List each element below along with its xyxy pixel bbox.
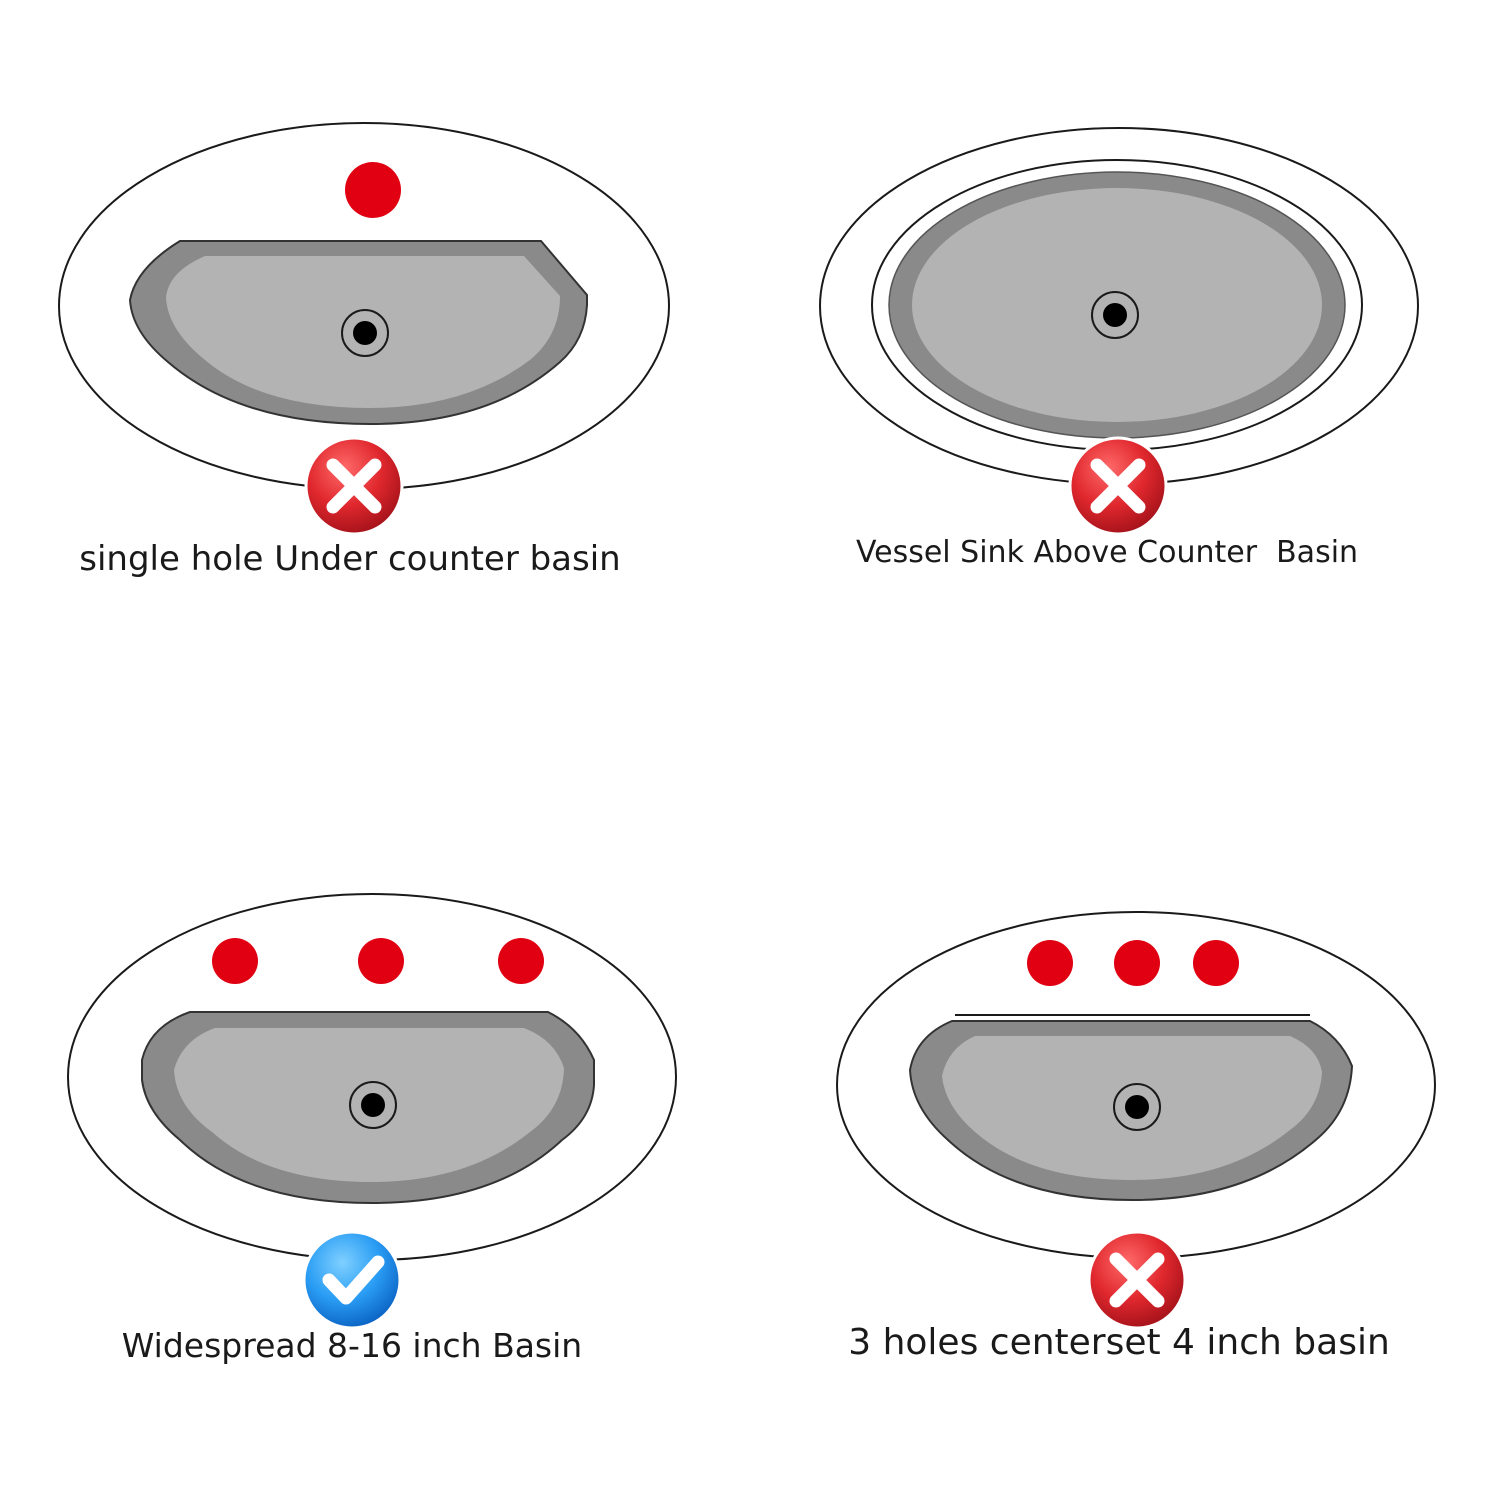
status-badge-panel-2 [1068,436,1168,536]
panel-centerset-basin [836,911,1436,1259]
drain-ring [1091,291,1139,339]
faucet-hole-left [1027,940,1073,986]
drain-ring [341,309,389,357]
cross-icon [1109,1252,1165,1308]
faucet-hole-left [212,938,258,984]
faucet-hole-center [1114,940,1160,986]
panel-caption: 3 holes centerset 4 inch basin [848,1322,1390,1363]
check-icon [322,1255,385,1305]
panel-vessel-sink-above-counter [819,127,1419,485]
drain-hole [353,321,377,345]
drain-ring [349,1081,397,1129]
drain-hole [1103,303,1127,327]
drain-hole [1125,1095,1149,1119]
panel-caption: single hole Under counter basin [79,539,620,579]
status-badge-panel-1 [304,436,404,536]
panel-single-hole-under-counter [58,122,670,490]
drain-ring [1113,1083,1161,1131]
drain-hole [361,1093,385,1117]
faucet-hole-right [498,938,544,984]
panel-caption: Widespread 8-16 inch Basin [122,1326,582,1365]
faucet-hole-center [358,938,404,984]
faucet-hole-right [1193,940,1239,986]
cross-icon [1090,458,1146,514]
status-badge-panel-3 [302,1230,402,1330]
status-badge-panel-4 [1087,1230,1187,1330]
faucet-hole [345,162,401,218]
panel-caption: Vessel Sink Above Counter Basin [856,535,1358,570]
panel-widespread-basin [67,893,677,1261]
cross-icon [326,458,382,514]
